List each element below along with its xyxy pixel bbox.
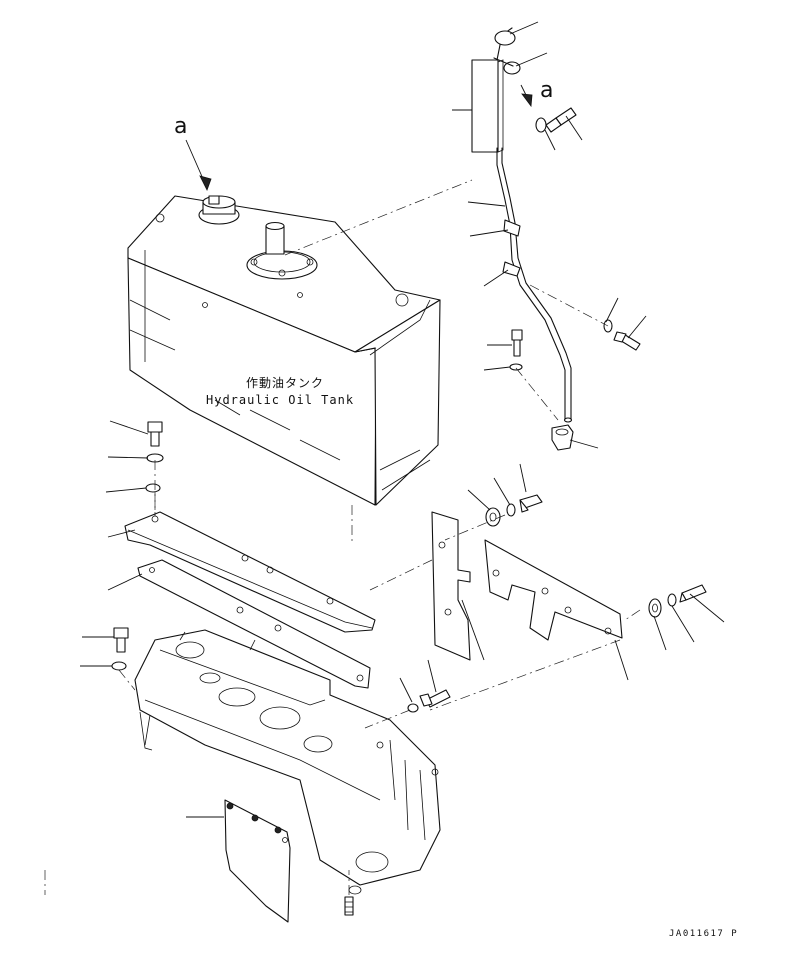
bracket-strip-lower (137, 559, 371, 689)
drawing-code: JA011617 P (669, 929, 739, 939)
cover-plate-left (431, 511, 471, 661)
bolt-pipe-upper (535, 107, 577, 133)
bolt-left-lower (111, 627, 129, 671)
pipe-clip (551, 424, 574, 451)
bolt-pipe-mid (603, 319, 641, 351)
bolt-small-left (509, 329, 523, 371)
hydraulic-oil-tank (127, 195, 441, 506)
cover-plate-right (484, 539, 623, 641)
reference-mark-breather: a (540, 78, 554, 103)
leader-lines (80, 21, 725, 818)
breather-assembly (471, 27, 573, 423)
alignment-lines (44, 179, 641, 895)
stud-bolt (344, 896, 354, 916)
bolt-plate-upper (485, 494, 543, 527)
machine-frame (134, 629, 441, 895)
bolt-left-upper (145, 421, 164, 493)
bracket-strip-upper (124, 511, 376, 633)
tank-label-japanese: 作動油タンク (246, 376, 325, 390)
side-cover (224, 799, 291, 923)
tank-label-english: Hydraulic Oil Tank (206, 393, 355, 407)
reference-mark-tank: a (174, 114, 188, 139)
bolt-plate-right (648, 584, 707, 618)
bolt-plate-lower (407, 689, 451, 713)
